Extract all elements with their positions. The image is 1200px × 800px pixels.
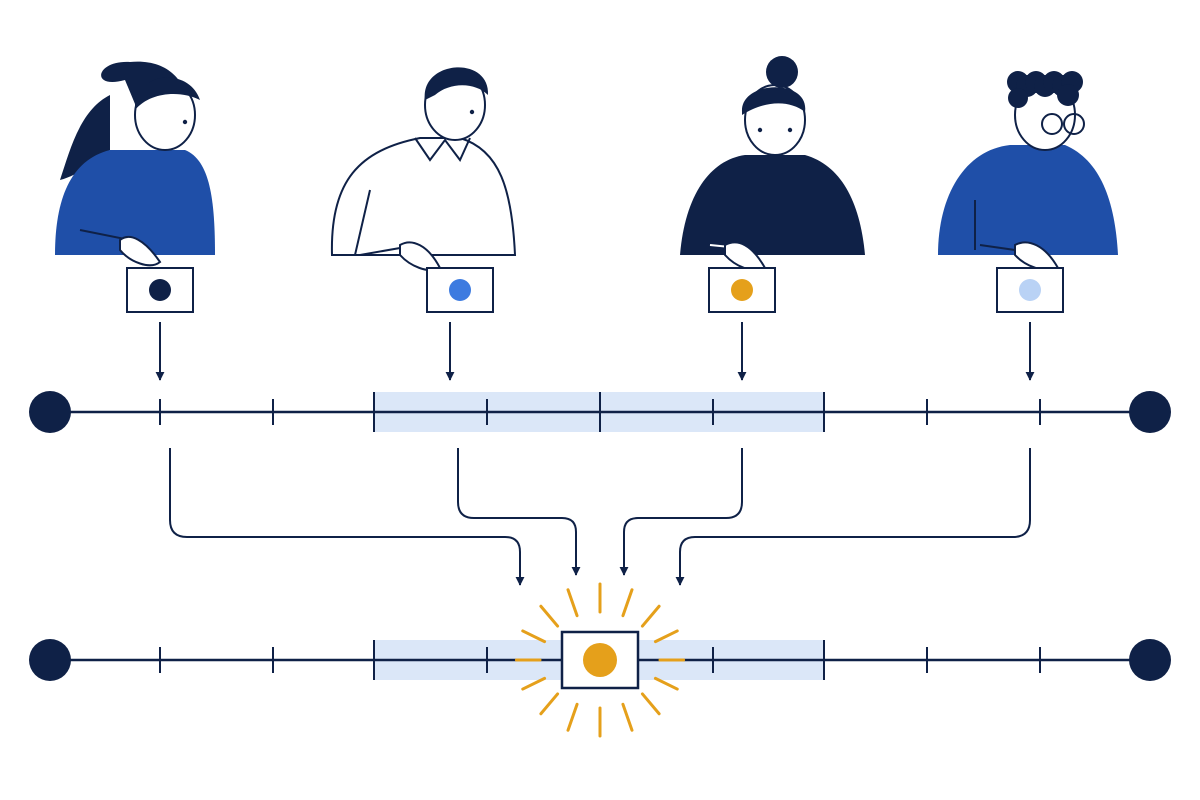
card-dot-icon bbox=[731, 279, 753, 301]
hair-bun bbox=[766, 56, 798, 88]
burst-ray bbox=[653, 676, 679, 691]
forearm-line bbox=[359, 247, 401, 256]
hand bbox=[119, 235, 162, 267]
burst-ray bbox=[621, 588, 634, 618]
eye bbox=[182, 119, 188, 125]
glasses-icon bbox=[1063, 113, 1085, 135]
hair-front bbox=[135, 77, 200, 110]
filled-circle-icon bbox=[1129, 639, 1171, 681]
forearm-line bbox=[979, 244, 1016, 251]
shirt bbox=[330, 137, 517, 256]
burst-ray bbox=[521, 629, 547, 644]
burst-ray bbox=[640, 692, 661, 716]
eye bbox=[469, 109, 475, 115]
converging-arrow bbox=[457, 448, 581, 576]
arm-line bbox=[354, 189, 371, 256]
converging-arrow bbox=[675, 448, 1031, 586]
card-dot-icon bbox=[149, 279, 171, 301]
burst-ray bbox=[539, 692, 560, 716]
burst-ray bbox=[640, 604, 661, 628]
converging-arrow bbox=[619, 448, 743, 576]
filled-circle-icon bbox=[29, 391, 71, 433]
shirt bbox=[938, 145, 1118, 255]
shirt bbox=[680, 155, 865, 255]
burst-ray bbox=[521, 676, 547, 691]
card-dot-icon bbox=[449, 279, 471, 301]
participant-man-glasses bbox=[938, 71, 1118, 381]
curly-hair bbox=[1057, 84, 1079, 106]
participant-man-collared-shirt bbox=[330, 67, 517, 381]
converging-arrow bbox=[169, 448, 525, 586]
card-dot-icon bbox=[1019, 279, 1041, 301]
filled-circle-icon bbox=[1129, 391, 1171, 433]
burst-ray bbox=[539, 604, 560, 628]
eye bbox=[757, 127, 763, 133]
result-dot-icon bbox=[583, 643, 617, 677]
eye bbox=[787, 127, 793, 133]
filled-circle-icon bbox=[29, 639, 71, 681]
hair bbox=[424, 67, 489, 100]
participant-woman-bun bbox=[680, 56, 865, 381]
burst-rays-icon bbox=[514, 582, 686, 738]
burst-ray bbox=[621, 702, 634, 732]
burst-ray bbox=[653, 629, 679, 644]
participant-woman-long-hair bbox=[55, 61, 215, 381]
estimate-scale bbox=[29, 391, 1171, 433]
collar bbox=[414, 137, 471, 162]
shirt bbox=[55, 150, 215, 255]
burst-ray bbox=[566, 588, 579, 618]
burst-ray bbox=[566, 702, 579, 732]
glasses-icon bbox=[1041, 113, 1063, 135]
curly-hair bbox=[1008, 88, 1028, 108]
hair bbox=[741, 87, 806, 115]
